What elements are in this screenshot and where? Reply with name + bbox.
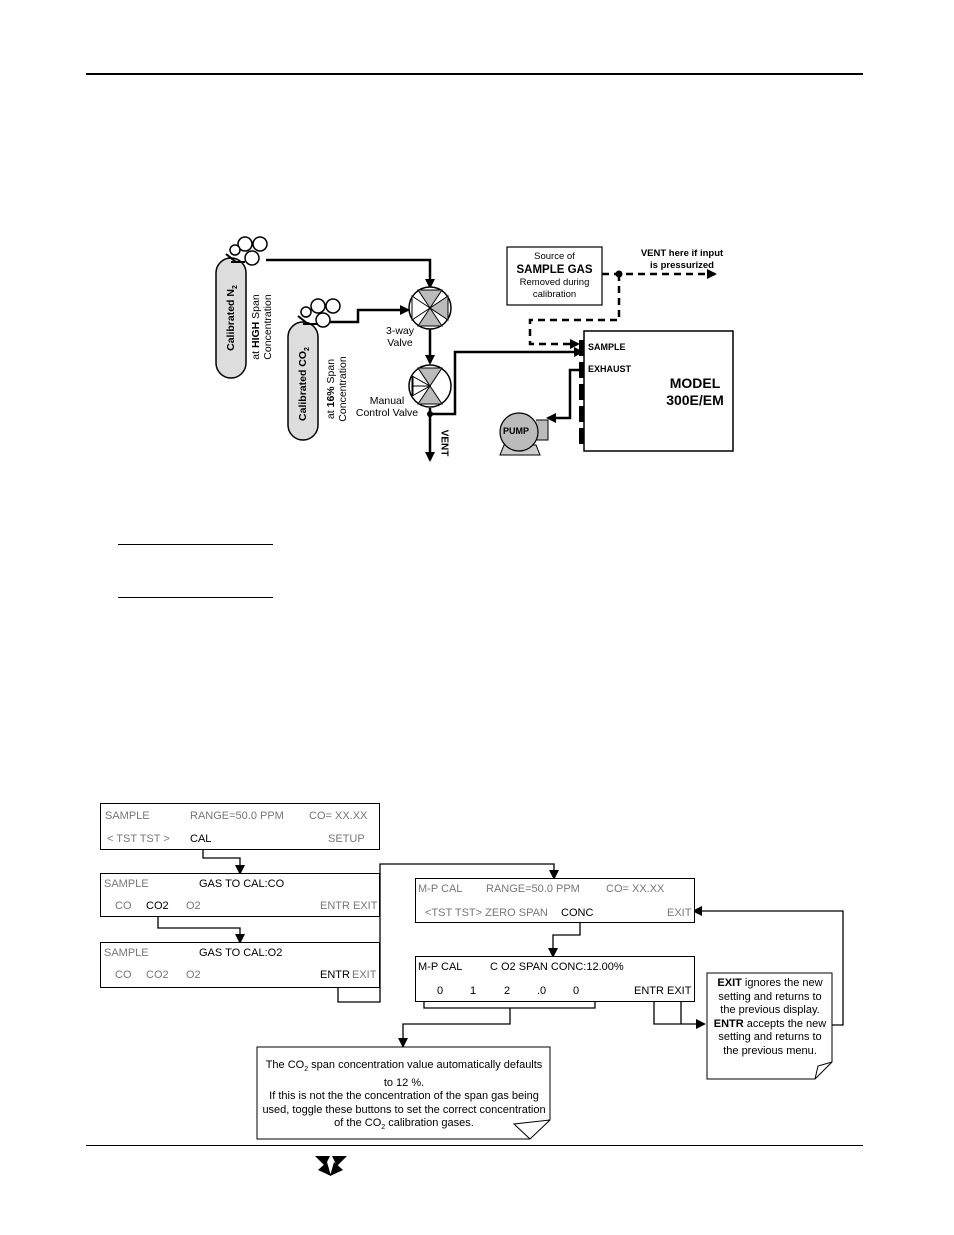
digits-to-note-arrow	[398, 1008, 511, 1048]
entr-exit-buttons[interactable]: ENTR EXIT	[320, 900, 378, 912]
co-readout: CO= XX.XX	[606, 883, 665, 895]
entr-to-d4-arrow	[337, 863, 559, 1003]
n2-line	[266, 258, 435, 289]
digit-button-3[interactable]: 2	[504, 985, 511, 997]
entr-exit-buttons[interactable]: ENTR EXIT	[634, 985, 692, 997]
co-button[interactable]: CO	[115, 969, 132, 981]
conc-to-d5-arrow	[548, 921, 581, 958]
header-rule	[86, 73, 863, 75]
o2-button[interactable]: O2	[186, 900, 201, 912]
digit-button-4[interactable]: .0	[537, 985, 547, 997]
mode-label: SAMPLE	[104, 947, 149, 959]
co-readout: CO= XX.XX	[309, 810, 368, 822]
source-box-text: Source of SAMPLE GAS Removed during cali…	[516, 251, 593, 300]
note-to-exit-arrow	[692, 906, 844, 1026]
co2-cylinder	[287, 298, 341, 441]
sample-port-label: SAMPLE	[588, 342, 626, 352]
digit-button-2[interactable]: 1	[470, 985, 477, 997]
dashed-sample-line	[528, 274, 621, 349]
conc-button[interactable]: CONC	[561, 907, 594, 919]
exit-entr-note: EXIT ignores the new setting and returns…	[713, 977, 827, 1057]
cal-button[interactable]: CAL	[190, 833, 212, 845]
exhaust-port-label: EXHAUST	[588, 364, 632, 374]
tst-buttons[interactable]: < TST TST >	[107, 833, 170, 845]
conc-note-shape	[256, 1046, 551, 1140]
span-conc-readout: C O2 SPAN CONC:12.00%	[490, 961, 624, 973]
mode-label: M-P CAL	[418, 961, 463, 973]
n2-cylinder	[215, 236, 268, 379]
vent-label: VENT	[438, 429, 450, 457]
co2-button[interactable]: CO2	[146, 969, 169, 981]
source-box	[506, 246, 603, 306]
co-button[interactable]: CO	[115, 900, 132, 912]
n2-cylinder-label: Calibrated N2	[224, 285, 240, 351]
co2-cylinder-spec: at 16% Span Concentration	[325, 356, 349, 422]
n2-cylinder-spec: at HIGH Span Concentration	[250, 294, 274, 360]
pump-label: PUMP	[503, 426, 530, 436]
co2-line	[330, 305, 410, 324]
exit-note-shape	[706, 972, 833, 1080]
teledyne-logo	[315, 1156, 347, 1176]
digit-button-1[interactable]: 0	[437, 985, 444, 997]
mode-label: SAMPLE	[105, 810, 150, 822]
display-mp-cal: M-P CAL RANGE=50.0 PPM CO= XX.XX <TST TS…	[415, 878, 695, 923]
model-box	[583, 330, 734, 452]
manual-control-valve	[408, 364, 452, 408]
cal-to-d2-arrow	[202, 848, 245, 875]
display-gas-to-cal-co: SAMPLE GAS TO CAL:CO CO CO2 O2 ENTR EXIT	[100, 873, 380, 917]
exit-button[interactable]: EXIT	[352, 969, 377, 981]
gas-to-cal-readout: GAS TO CAL:O2	[199, 947, 283, 959]
blank-rule-2	[118, 597, 273, 598]
co2-button[interactable]: CO2	[146, 900, 169, 912]
display-sample-main: SAMPLE RANGE=50.0 PPM CO= XX.XX < TST TS…	[100, 803, 380, 850]
tst-zero-span-buttons[interactable]: <TST TST> ZERO SPAN	[425, 907, 548, 919]
range-readout: RANGE=50.0 PPM	[190, 810, 284, 822]
blank-rule-1	[118, 544, 273, 545]
entr-button[interactable]: ENTR	[320, 969, 350, 981]
mode-label: M-P CAL	[418, 883, 463, 895]
o2-button[interactable]: O2	[186, 969, 201, 981]
pump-icon	[499, 412, 549, 456]
digit-button-5[interactable]: 0	[573, 985, 580, 997]
co2-to-d3-arrow	[157, 915, 245, 944]
gas-to-cal-readout: GAS TO CAL:CO	[199, 878, 285, 890]
conc-default-note: The CO2 span concentration value automat…	[262, 1059, 546, 1132]
display-co2-span-conc: M-P CAL C O2 SPAN CONC:12.00% 0 1 2 .0 0…	[415, 956, 695, 1002]
exhaust-line	[546, 368, 582, 423]
mode-label: SAMPLE	[104, 878, 149, 890]
sample-line	[430, 347, 584, 416]
range-readout: RANGE=50.0 PPM	[486, 883, 580, 895]
setup-button[interactable]: SETUP	[328, 833, 365, 845]
three-way-valve	[408, 286, 452, 330]
exit-button[interactable]: EXIT	[667, 907, 692, 919]
display-gas-to-cal-o2: SAMPLE GAS TO CAL:O2 CO CO2 O2 ENTR EXIT	[100, 942, 380, 988]
co2-cylinder-label: Calibrated CO2	[296, 347, 312, 421]
entr-exit-to-note-arrow	[653, 998, 706, 1029]
